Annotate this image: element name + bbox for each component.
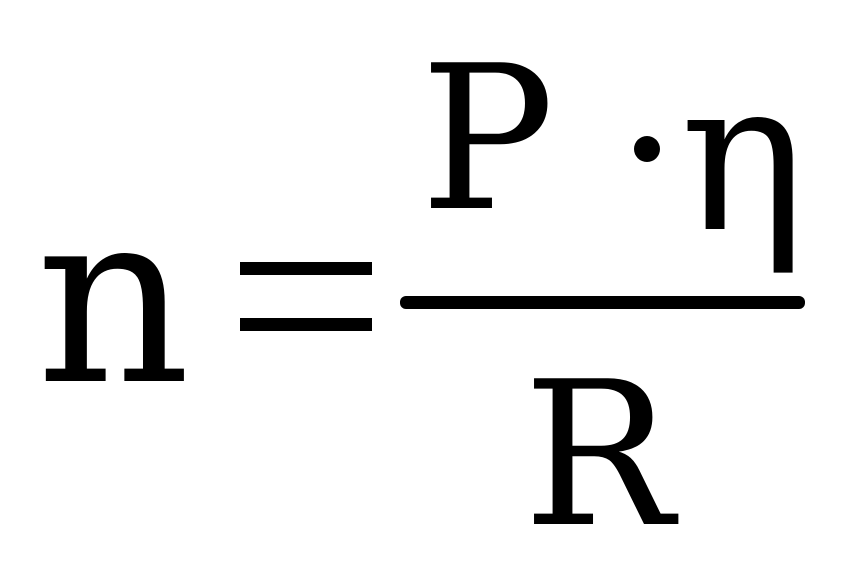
- equals-sign-top-bar: [240, 262, 372, 275]
- numerator-first-term: P: [420, 23, 555, 256]
- numerator-second-term: η: [680, 34, 806, 279]
- fraction-bar: [400, 296, 805, 309]
- denominator-term: R: [523, 339, 674, 572]
- equals-sign-bottom-bar: [240, 318, 372, 331]
- multiplication-dot: [634, 136, 660, 162]
- lhs-variable: n: [36, 158, 191, 438]
